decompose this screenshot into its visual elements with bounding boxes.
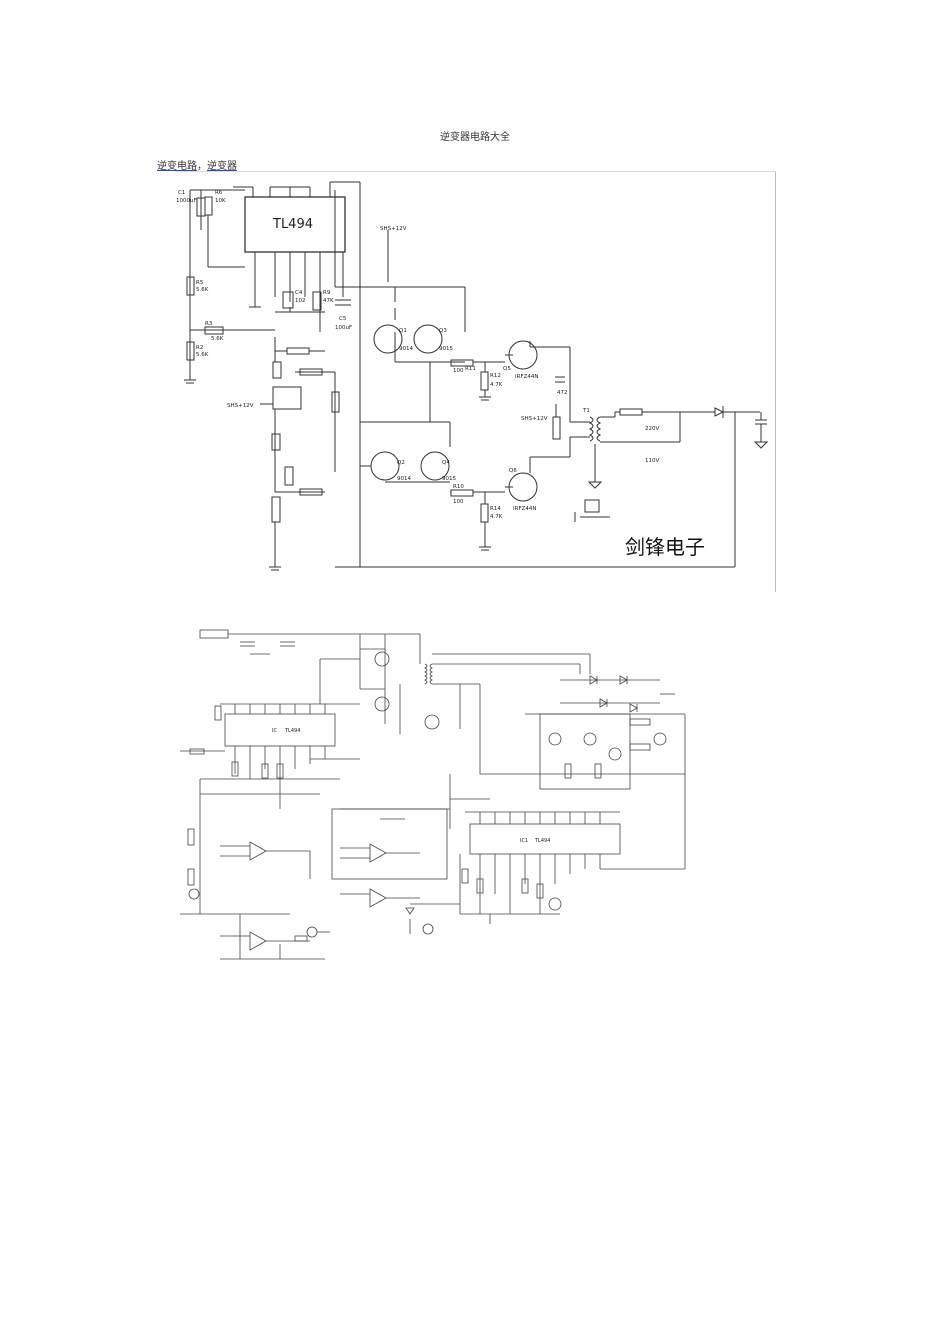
r3-label: R3	[205, 321, 213, 327]
q6-value: IRFZ44N	[513, 506, 537, 512]
c1-value: 1000uF	[176, 198, 197, 204]
t1-label: T1	[582, 408, 590, 414]
r11-value: 100	[453, 368, 464, 374]
r3-value: 5.6K	[211, 336, 224, 342]
c1-label: C1	[178, 190, 185, 196]
inverter-schematic-figure: C1 1000uF R6 10K R5 5.6K R3 5.6K R2 5.6K…	[175, 171, 776, 592]
schematic-2-svg: IC TL494 IC1 TL494	[180, 629, 686, 960]
r2-label: R2	[196, 345, 203, 351]
r10-label: R10	[453, 484, 464, 490]
c4-value: 102	[295, 298, 306, 304]
c4-label: C4	[295, 290, 303, 296]
r14-value: 4.7K	[490, 514, 503, 520]
dual-tl494-schematic-figure: IC TL494 IC1 TL494	[160, 614, 700, 970]
r11-label: R11	[465, 366, 476, 372]
r9-label: R9	[323, 290, 331, 296]
link-inverter[interactable]: 逆变器	[207, 161, 237, 172]
r6-label: R6	[215, 190, 223, 196]
v110-label: 110V	[645, 458, 659, 464]
document-title: 逆变器电路大全	[440, 132, 510, 143]
v220-label: 220V	[645, 426, 659, 432]
r14-label: R14	[490, 506, 501, 512]
q6-label: Q6	[509, 468, 517, 474]
ic1-label: TL494	[284, 728, 300, 734]
c7-value: 472	[557, 390, 568, 396]
q2-value: 9014	[397, 476, 411, 482]
ic1-ref: IC	[272, 728, 277, 734]
r2-value: 5.6K	[196, 352, 209, 358]
r10-value: 100	[453, 499, 464, 505]
q1-label: Q1	[399, 328, 407, 334]
watermark: 剑锋电子	[625, 535, 705, 559]
ic2-label: TL494	[534, 838, 550, 844]
r5-value: 5.6K	[196, 287, 209, 293]
q2-label: Q2	[397, 460, 405, 466]
vcc-top-label: SHS+12V	[380, 226, 407, 232]
q4-label: Q4	[442, 460, 450, 466]
ic2-ref: IC1	[520, 838, 528, 844]
r12-value: 4.7K	[490, 382, 503, 388]
vcc-left-label: SHS+12V	[227, 403, 254, 409]
r9-value: 47K	[323, 298, 334, 304]
q4-value: 9015	[442, 476, 456, 482]
link-inverter-circuit[interactable]: 逆变电路	[157, 161, 197, 172]
c5-label: C5	[339, 316, 347, 322]
q1-value: 9014	[399, 346, 413, 352]
link-line: 逆变电路，逆变器	[157, 157, 237, 172]
q5-value: IRFZ44N	[515, 374, 539, 380]
ic-label: TL494	[272, 217, 313, 232]
schematic-1-svg: C1 1000uF R6 10K R5 5.6K R3 5.6K R2 5.6K…	[176, 181, 769, 571]
r6-value: 10K	[215, 198, 226, 204]
vcc-right-label: SHS+12V	[521, 416, 548, 422]
link-separator: ，	[197, 161, 207, 172]
c5-value: 100uF	[335, 325, 352, 331]
q3-value: 9015	[439, 346, 453, 352]
q3-label: Q3	[439, 328, 447, 334]
r12-label: R12	[490, 373, 501, 379]
q5-label: Q5	[503, 366, 511, 372]
r5-label: R5	[196, 280, 204, 286]
